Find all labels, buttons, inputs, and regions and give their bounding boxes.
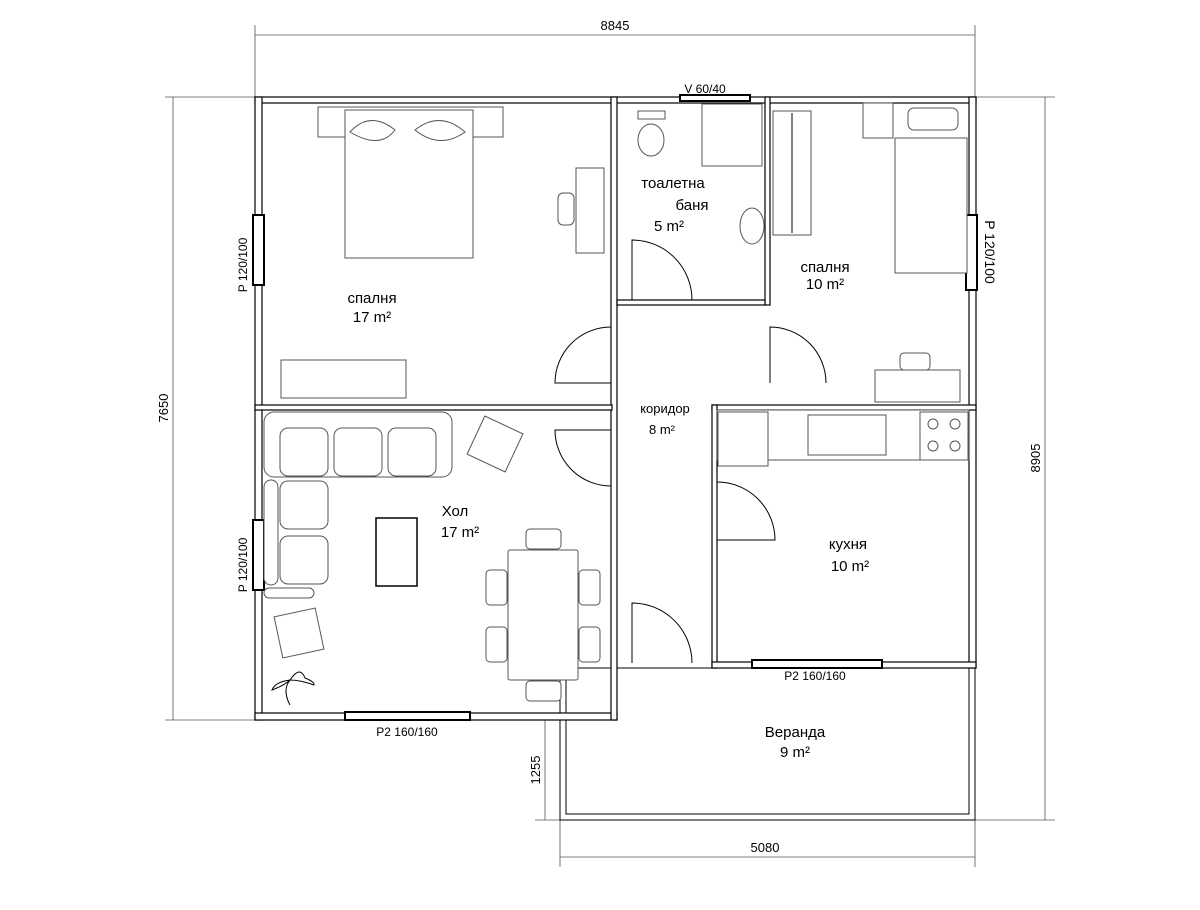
dining-table bbox=[507, 549, 579, 681]
veranda-outline bbox=[559, 667, 976, 821]
armchair-2 bbox=[273, 607, 325, 659]
shower-icon bbox=[701, 103, 763, 167]
window-label-hall-bottom: P2 160/160 bbox=[376, 725, 438, 739]
window-label-bedroom-left: P 120/100 bbox=[236, 237, 250, 292]
room-area-corridor: 8 m² bbox=[649, 422, 676, 437]
door-entrance bbox=[631, 602, 693, 664]
door-hall bbox=[554, 429, 612, 487]
room-area-kitchen: 10 m² bbox=[831, 558, 869, 575]
room-name-veranda: Веранда bbox=[765, 724, 826, 741]
dim-right: 8905 bbox=[1028, 444, 1043, 473]
door-bathroom bbox=[631, 239, 693, 301]
room-area-bedroom-small: 10 m² bbox=[806, 276, 844, 293]
wardrobe bbox=[280, 359, 407, 399]
door-bedroom-small bbox=[769, 326, 827, 384]
door-kitchen bbox=[716, 481, 776, 541]
room-name-hall: Хол bbox=[442, 503, 469, 520]
single-bed bbox=[894, 137, 968, 274]
desk bbox=[575, 167, 605, 254]
dim-top: 8845 bbox=[601, 18, 630, 33]
doors bbox=[554, 239, 827, 664]
sink-kitchen-icon bbox=[807, 414, 887, 456]
room-name-corridor: коридор bbox=[640, 401, 690, 416]
nightstand bbox=[862, 102, 894, 139]
door-bedroom-large bbox=[554, 326, 612, 384]
dim-left: 7650 bbox=[156, 394, 171, 423]
window-label-bathroom: V 60/40 bbox=[684, 82, 726, 96]
coffee-table bbox=[375, 517, 418, 587]
pillows bbox=[349, 120, 466, 141]
window-label-kitchen-bottom: P2 160/160 bbox=[784, 669, 846, 683]
desk-small bbox=[874, 369, 961, 403]
room-name-kitchen: кухня bbox=[829, 536, 867, 553]
room-area-bathroom: 5 m² bbox=[654, 218, 684, 235]
toilet-icon bbox=[637, 123, 665, 157]
dimension-lines bbox=[165, 25, 1055, 867]
plant-icon bbox=[271, 671, 315, 706]
room-area-bedroom-large: 17 m² bbox=[353, 309, 391, 326]
room-name-bathroom-1: тоалетна bbox=[641, 175, 705, 192]
room-area-hall: 17 m² bbox=[441, 524, 479, 541]
room-area-veranda: 9 m² bbox=[780, 744, 810, 761]
dim-veranda: 1255 bbox=[528, 756, 543, 785]
chair-small bbox=[899, 352, 931, 371]
window-label-bedroom-right: P 120/100 bbox=[982, 220, 998, 284]
pillow bbox=[907, 107, 959, 131]
armchair bbox=[466, 415, 524, 473]
stove-icon bbox=[919, 411, 969, 461]
dim-bottom: 5080 bbox=[751, 840, 780, 855]
room-name-bedroom-large: спалня bbox=[347, 290, 396, 307]
window-label-hall-left: P 120/100 bbox=[236, 537, 250, 592]
sink-icon bbox=[739, 207, 765, 245]
room-name-bathroom-2: баня bbox=[676, 197, 709, 214]
cistern bbox=[637, 110, 666, 120]
chair bbox=[557, 192, 575, 226]
fridge bbox=[717, 411, 769, 467]
furniture bbox=[263, 102, 970, 706]
room-name-bedroom-small: спалня bbox=[800, 259, 849, 276]
